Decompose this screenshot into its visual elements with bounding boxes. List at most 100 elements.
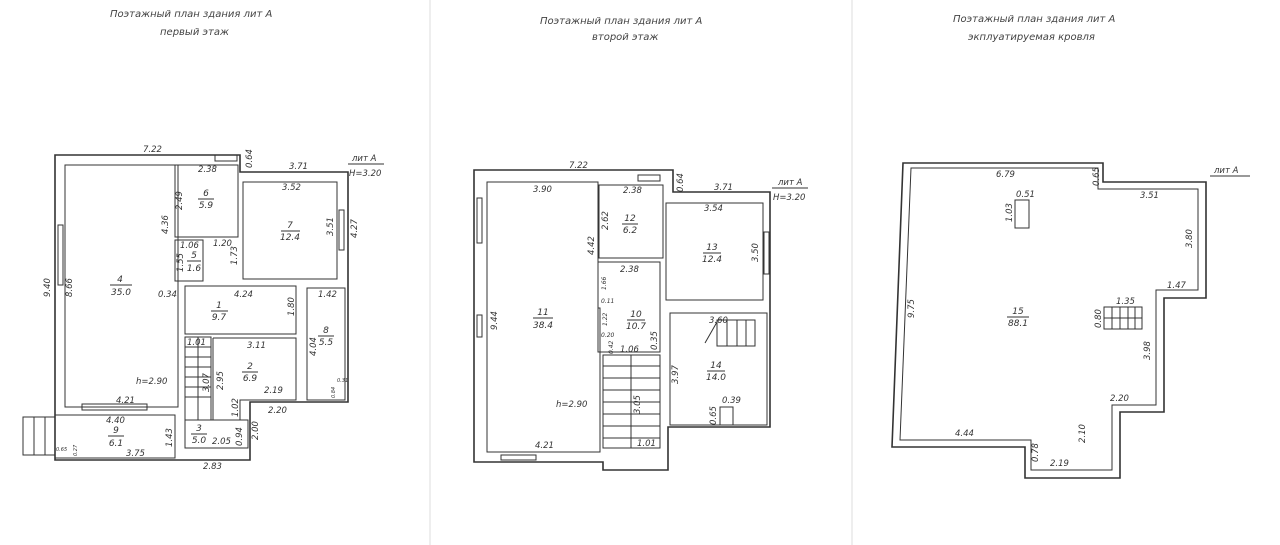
dimension-label: 4.44 <box>955 429 974 439</box>
room-area: 38.4 <box>533 321 553 331</box>
dimension-label: 4.21 <box>535 441 554 451</box>
room-area: 35.0 <box>111 288 131 298</box>
dimension-label: 2.83 <box>203 462 222 472</box>
entrance-steps <box>22 416 56 456</box>
ceiling-height: h=2.90 <box>556 400 587 410</box>
dimension-label: 3.97 <box>671 364 681 384</box>
room-number: 6 <box>203 189 209 199</box>
dimension-label: 0.78 <box>1031 442 1041 462</box>
staircase <box>602 319 756 449</box>
dimension-label: 2.10 <box>1078 424 1088 443</box>
plan-second-floor: Поэтажный план здания лит А второй этаж <box>473 16 808 471</box>
room-number: 10 <box>630 310 642 320</box>
dimension-label: 1.03 <box>1005 203 1015 222</box>
room-3 <box>184 419 249 449</box>
room-area: 6.1 <box>109 439 123 449</box>
room-number: 4 <box>117 275 123 285</box>
dimension-label: 1.35 <box>1116 297 1135 307</box>
dimension-label: 4.40 <box>106 416 125 426</box>
dimension-label: 4.36 <box>161 214 171 234</box>
dimension-label: 3.80 <box>1185 229 1195 248</box>
dimension-label: 2.00 <box>251 421 261 440</box>
dimension-label: 9.40 <box>43 278 53 297</box>
room-14 <box>669 312 768 426</box>
room-1 <box>184 285 297 335</box>
plan-subtitle: первый этаж <box>160 27 229 38</box>
dimension-label: 0.64 <box>676 173 686 192</box>
windows <box>476 174 770 461</box>
plan-title: Поэтажный план здания лит А <box>540 16 702 27</box>
dimension-label: 0.39 <box>722 396 741 406</box>
dimension-label: 3.52 <box>282 183 301 193</box>
dimension-label: 3.11 <box>247 341 266 351</box>
dimension-label: 1.20 <box>213 239 232 249</box>
room-area: 9.7 <box>212 313 227 323</box>
stair-steps <box>185 337 211 420</box>
dimension-label: 4.27 <box>350 218 360 238</box>
dimension-label: 2.38 <box>623 186 643 196</box>
dimension-label: 3.05 <box>633 395 643 414</box>
outer-wall <box>891 162 1207 479</box>
dimension-label: 0.42 <box>608 340 615 354</box>
dimension-label: 4.21 <box>116 396 135 406</box>
plan-subtitle: второй этаж <box>592 32 658 43</box>
dimension-label: 0.84 <box>331 387 337 398</box>
dimension-label: 9.44 <box>490 311 500 330</box>
room-area: 6.2 <box>623 226 638 236</box>
dimension-label: 0.27 <box>73 444 79 456</box>
dimension-label: 7.22 <box>569 161 588 171</box>
room-8 <box>306 287 346 401</box>
room-number: 5 <box>191 251 197 261</box>
room-area: 5.9 <box>199 201 214 211</box>
chimney <box>1014 199 1030 229</box>
windows <box>57 154 345 411</box>
room-5 <box>174 239 204 282</box>
room-number: 1 <box>216 301 222 311</box>
dimension-label: 1.43 <box>165 428 175 447</box>
outer-wall <box>54 154 349 461</box>
room-number: 14 <box>710 361 722 371</box>
room-13 <box>665 202 764 301</box>
dimension-label: 7.22 <box>143 145 162 155</box>
dimension-label: 3.50 <box>751 243 761 262</box>
plan-roof: Поэтажный план здания лит А экплуатируем… <box>891 14 1250 479</box>
dimension-label: 0.51 <box>1016 190 1035 200</box>
plan-title: Поэтажный план здания лит А <box>953 14 1115 25</box>
room-number: 3 <box>196 424 202 434</box>
dimension-label: 1.47 <box>1167 281 1187 291</box>
ceiling-height: h=2.90 <box>136 377 167 387</box>
room-area: 5.0 <box>192 436 207 446</box>
dimension-label: 1.55 <box>176 253 186 272</box>
dimension-label: 1.22 <box>602 312 609 326</box>
dimension-label: 3.75 <box>126 449 145 459</box>
dimension-label: 8.66 <box>65 277 75 297</box>
lit-label: лит А <box>777 178 803 188</box>
dimension-label: 0.34 <box>158 290 177 300</box>
lit-label: лит А <box>351 154 377 164</box>
dimension-label: 0.64 <box>245 149 255 168</box>
building-height: H=3.20 <box>349 169 381 179</box>
room-number: 15 <box>1012 307 1024 317</box>
dimension-label: 2.38 <box>198 165 218 175</box>
room-6 <box>174 164 239 238</box>
dimension-label: 0.80 <box>1094 309 1104 328</box>
dimension-label: 4.24 <box>234 290 253 300</box>
room-11 <box>486 181 601 453</box>
dimension-label: 2.19 <box>1050 459 1069 469</box>
plan-subtitle: экплуатируемая кровля <box>968 32 1095 43</box>
dimension-label: 3.51 <box>1140 191 1159 201</box>
room-area: 5.5 <box>319 338 334 348</box>
dimension-label: 1.73 <box>230 246 240 265</box>
dimension-label: 1.01 <box>187 338 206 348</box>
room-number: 7 <box>287 221 293 231</box>
dimension-label: 3.60 <box>709 316 728 326</box>
dimension-label: 0.31 <box>337 378 348 384</box>
room-area: 10.7 <box>626 322 646 332</box>
room-area: 14.0 <box>706 373 726 383</box>
dimension-label: 3.90 <box>533 185 552 195</box>
room-10 <box>597 261 661 353</box>
dimension-label: 3.71 <box>289 162 308 172</box>
dimension-label: 3.07 <box>202 372 212 392</box>
dimension-label: 0.65 <box>709 406 719 425</box>
